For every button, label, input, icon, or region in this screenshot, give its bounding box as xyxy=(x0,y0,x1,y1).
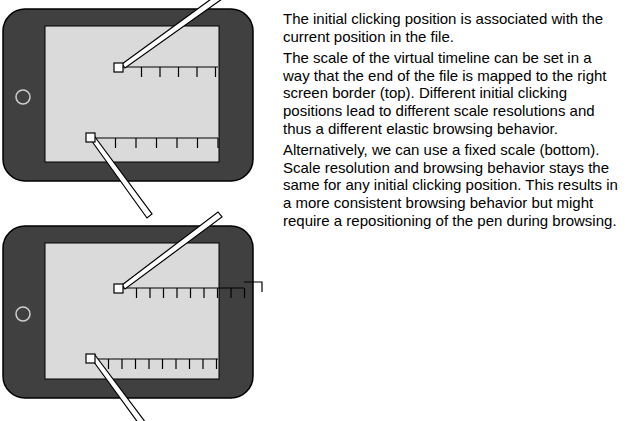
timeline-scales xyxy=(95,67,245,369)
phone-body xyxy=(3,226,253,398)
description-text: The initial clicking position is associa… xyxy=(283,10,621,233)
paragraph: The initial clicking position is associa… xyxy=(283,10,621,45)
click-markers xyxy=(86,63,123,363)
home-button xyxy=(16,307,30,321)
phone-body xyxy=(3,9,253,181)
phone-screen xyxy=(45,26,219,162)
scale-overflow-bracket xyxy=(244,282,262,292)
pens xyxy=(91,0,222,421)
phone-screen xyxy=(45,243,219,379)
paragraph: The scale of the virtual timeline can be… xyxy=(283,49,621,137)
paragraph: Alternatively, we can use a fixed scale … xyxy=(283,141,621,229)
home-button xyxy=(16,90,30,104)
